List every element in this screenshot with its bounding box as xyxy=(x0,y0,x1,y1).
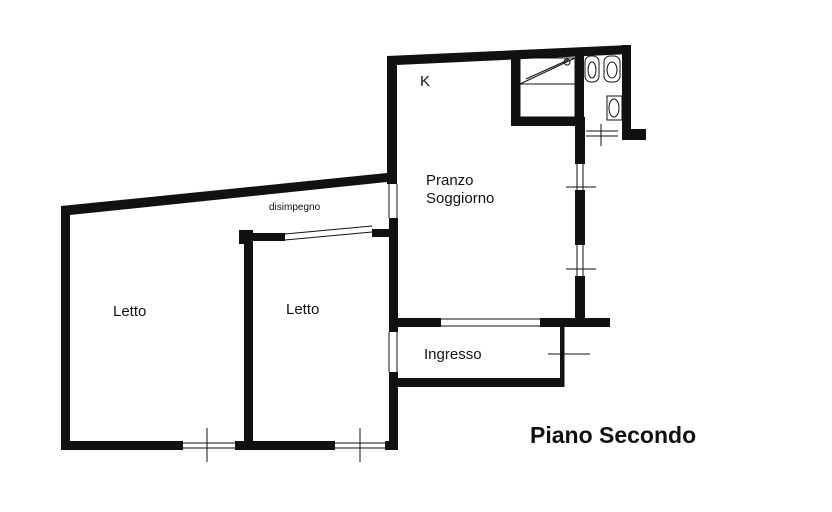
entrance-label: Ingresso xyxy=(424,346,482,363)
bedroom-right-label: Letto xyxy=(286,301,319,318)
living-walls xyxy=(387,45,646,327)
living-label-line1: Pranzo xyxy=(426,172,474,189)
bedroom-door-opening xyxy=(284,225,373,241)
hallway-label: disimpegno xyxy=(269,202,321,213)
bedroom-left-label: Letto xyxy=(113,303,146,320)
entrance-walls xyxy=(398,327,564,387)
bathroom-block xyxy=(511,54,623,126)
living-label-line2: Soggiorno xyxy=(426,190,494,207)
bedroom-left-walls xyxy=(61,173,387,450)
floor-title: Piano Secondo xyxy=(530,422,696,448)
bedroom-right-walls xyxy=(239,229,398,450)
windows xyxy=(183,124,618,462)
kitchen-label: K xyxy=(420,73,430,90)
